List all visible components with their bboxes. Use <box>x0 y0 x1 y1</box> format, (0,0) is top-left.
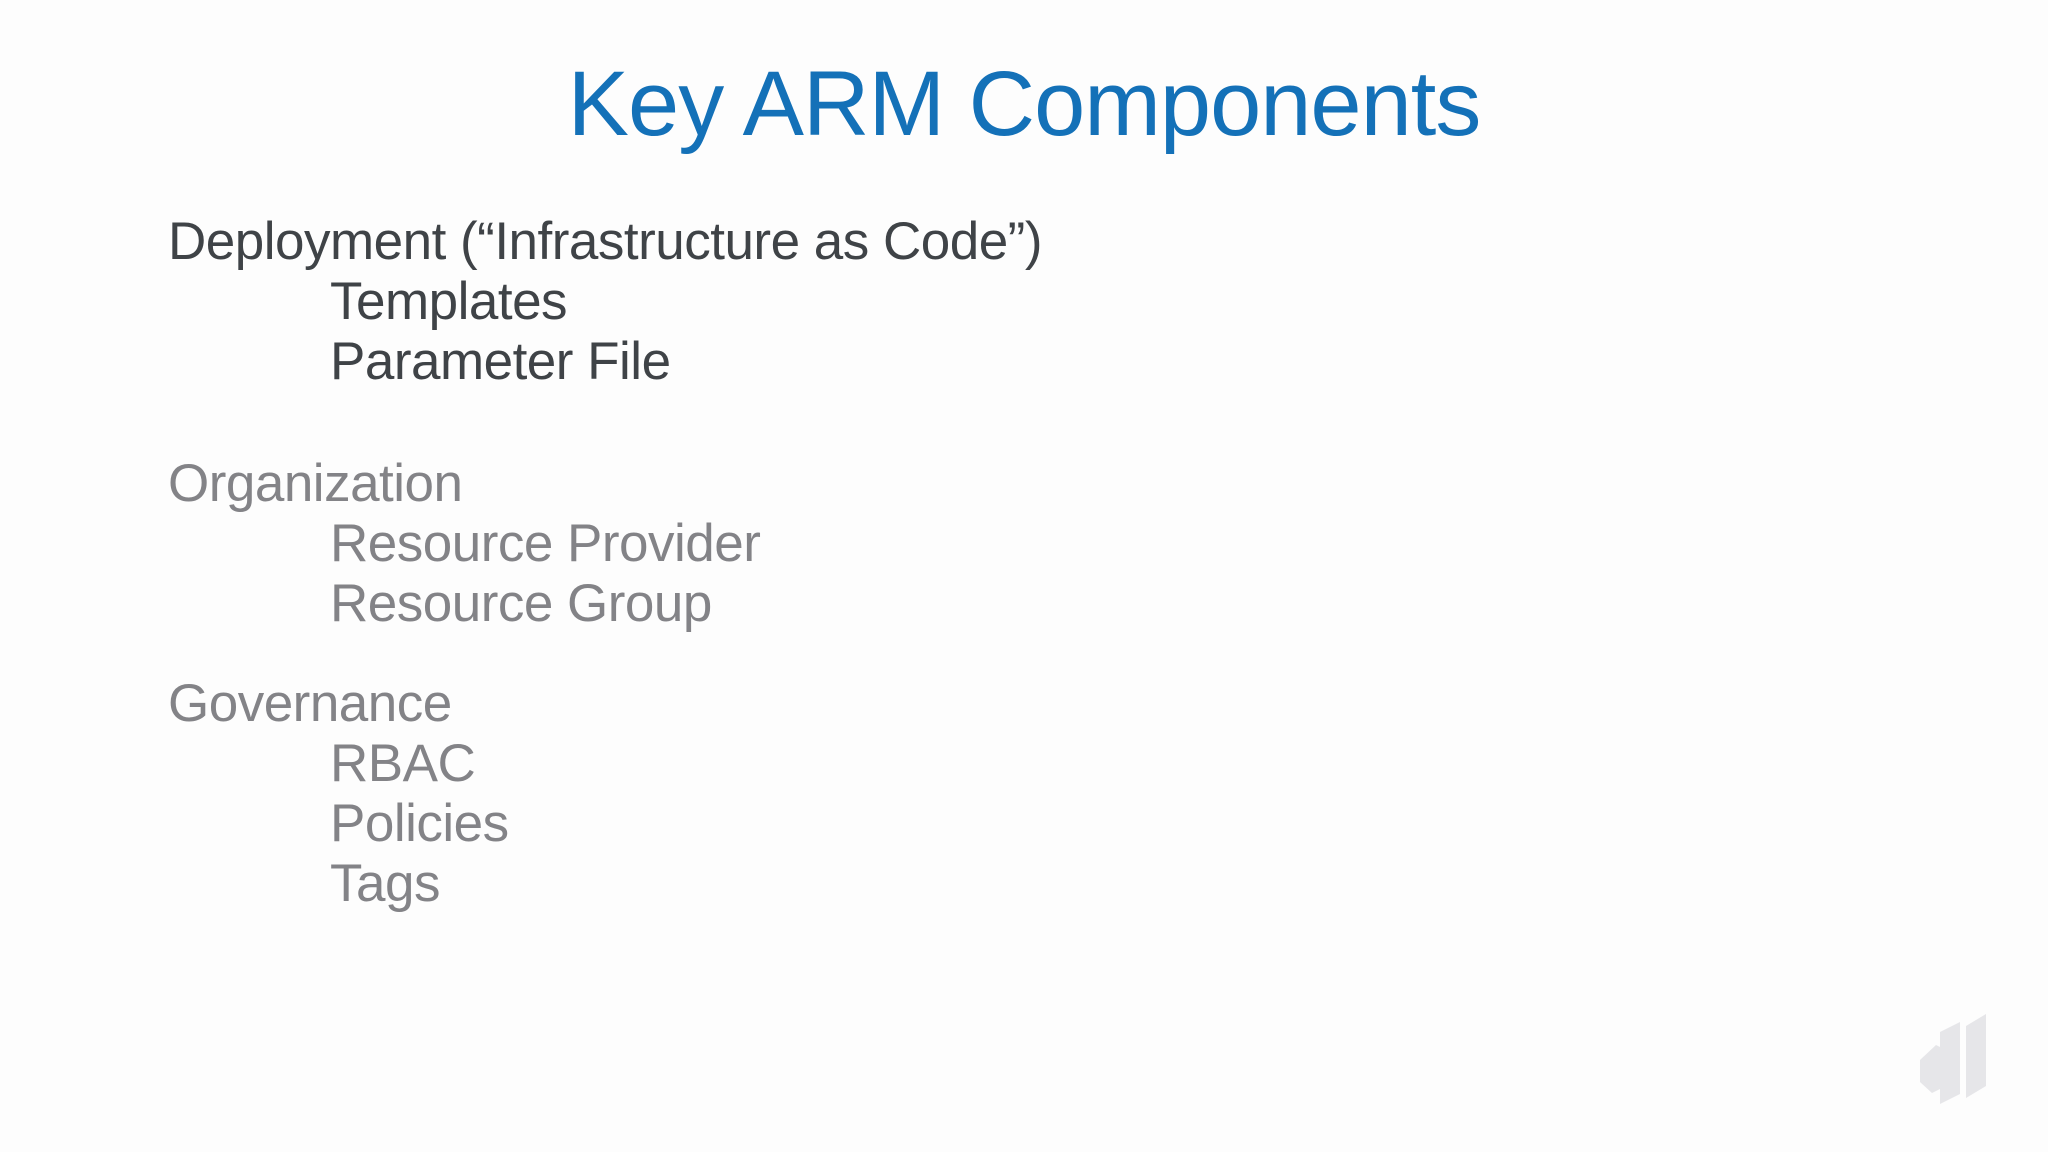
outline: Deployment (“Infrastructure as Code”) Te… <box>168 212 1568 914</box>
outline-item-tags: Tags <box>330 854 440 913</box>
outline-item-rbac: RBAC <box>330 734 476 793</box>
outline-item-parameter-file: Parameter File <box>330 332 671 391</box>
group-organization: Organization Resource Provider Resource … <box>168 454 1568 634</box>
three-slanted-slabs-logo-icon <box>1920 1014 1986 1104</box>
group-governance: Governance RBAC Policies Tags <box>168 674 1568 914</box>
outline-item-templates: Templates <box>330 272 568 331</box>
group-deployment-label: Deployment (“Infrastructure as Code”) <box>168 212 1043 271</box>
outline-item-resource-provider: Resource Provider <box>330 514 761 573</box>
group-governance-label: Governance <box>168 674 452 733</box>
outline-item-resource-group: Resource Group <box>330 574 712 633</box>
group-deployment: Deployment (“Infrastructure as Code”) Te… <box>168 212 1568 392</box>
slide-title: Key ARM Components <box>567 53 1482 155</box>
outline-item-policies: Policies <box>330 794 509 853</box>
group-organization-label: Organization <box>168 454 463 513</box>
